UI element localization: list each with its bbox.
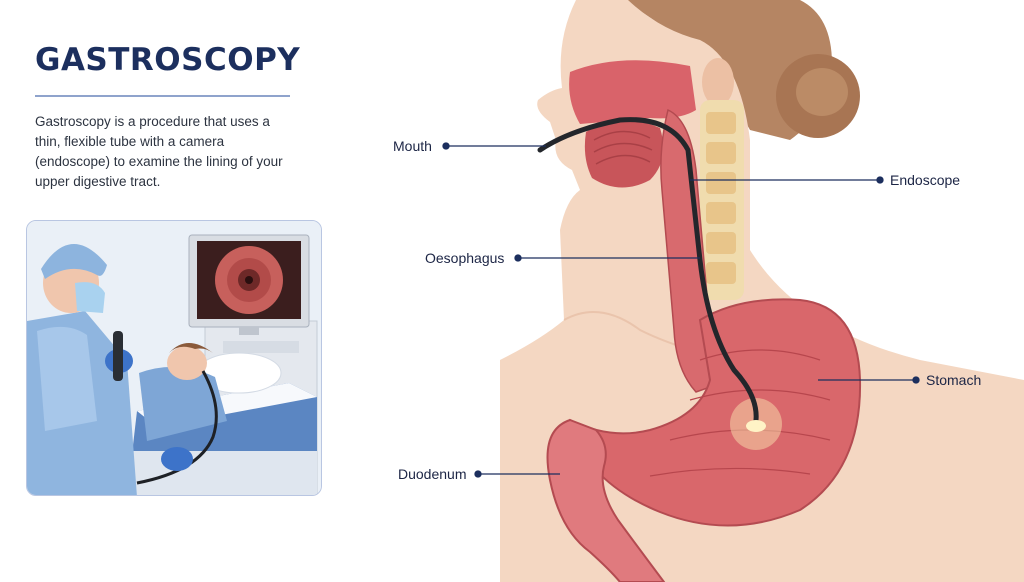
- label-stomach: Stomach: [926, 372, 982, 388]
- oesophagus-organ: [660, 108, 732, 393]
- spine: [700, 100, 744, 300]
- page-title: GASTROSCOPY: [35, 42, 301, 78]
- label-duodenum: Duodenum: [398, 466, 467, 482]
- title-divider: [35, 95, 290, 97]
- patient-figure: [139, 343, 227, 441]
- hospital-bed: [127, 383, 317, 495]
- endoscope-tube: [537, 117, 759, 423]
- procedure-illustration: [26, 220, 322, 496]
- label-mouth: Mouth: [393, 138, 432, 154]
- label-endoscope: Endoscope: [890, 172, 961, 188]
- duodenum-organ: [546, 418, 666, 582]
- label-oesophagus: Oesophagus: [425, 250, 505, 266]
- oral-cavity: [569, 60, 696, 188]
- doctor-figure: [27, 243, 193, 495]
- anatomy-illustration: [500, 0, 1024, 582]
- endoscopy-monitor: [188, 234, 310, 335]
- ear: [702, 58, 734, 106]
- endoscope-light: [746, 420, 766, 432]
- description-text: Gastroscopy is a procedure that uses a t…: [35, 114, 283, 189]
